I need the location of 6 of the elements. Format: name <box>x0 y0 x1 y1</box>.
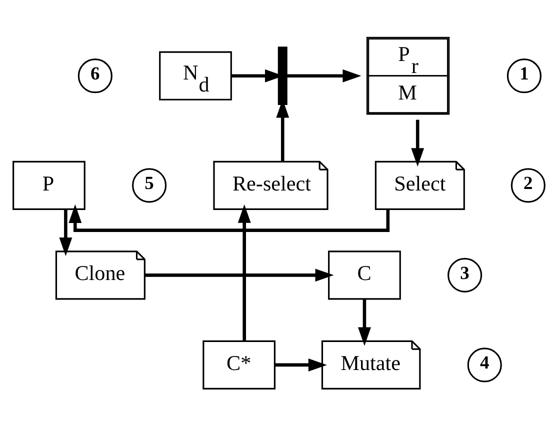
label: 5 <box>144 172 154 193</box>
label: 3 <box>460 262 470 283</box>
label: 1 <box>520 63 529 84</box>
label: 2 <box>524 172 533 193</box>
label: 4 <box>480 352 490 373</box>
label: 6 <box>90 63 100 84</box>
